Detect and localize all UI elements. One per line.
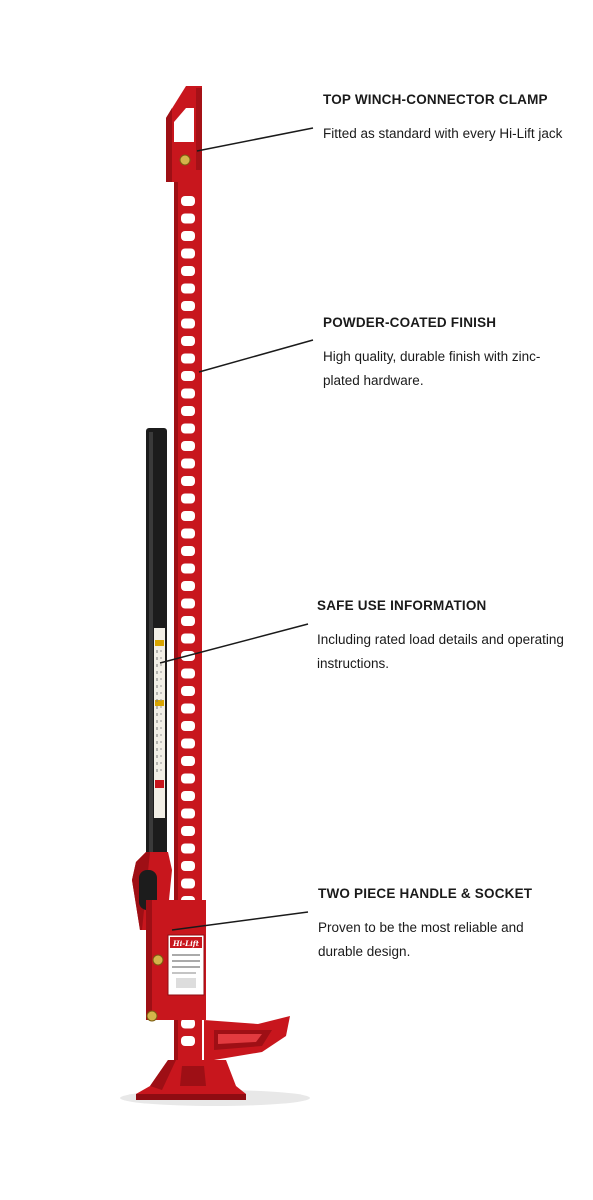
callout-description: Including rated load details and operati… xyxy=(317,632,564,671)
clamp-bolt xyxy=(179,154,191,166)
callout-powder-coated-finish: POWDER-COATED FINISH High quality, durab… xyxy=(323,311,563,393)
bar-slot xyxy=(181,581,195,591)
bar-slot xyxy=(181,441,195,451)
bar-slot xyxy=(181,721,195,731)
bar-slot xyxy=(181,843,195,854)
bar-slot xyxy=(181,353,195,364)
callout-description: High quality, durable finish with zinc-p… xyxy=(323,349,541,388)
bar-slot xyxy=(181,231,195,241)
callout-title: TOP WINCH-CONNECTOR CLAMP xyxy=(323,92,548,107)
callout-description: Fitted as standard with every Hi-Lift ja… xyxy=(323,126,563,141)
bar-slot xyxy=(181,878,195,889)
bar-slot xyxy=(181,388,195,399)
bar-slot xyxy=(181,598,195,609)
bar-slot xyxy=(181,826,195,836)
callout-leader-lines xyxy=(159,127,314,931)
bar-slot xyxy=(181,528,195,539)
bar-slot xyxy=(181,546,195,556)
bar-slot xyxy=(181,476,195,486)
callout-two-piece-handle-and-socket: TWO PIECE HANDLE & SOCKET Proven to be t… xyxy=(318,882,568,964)
bar-slot xyxy=(181,318,195,329)
bar-slot xyxy=(181,213,195,224)
leader-line-handle xyxy=(171,911,309,931)
bar-slot xyxy=(181,423,195,434)
bar-slot xyxy=(181,668,195,679)
mechanism-bolt xyxy=(152,954,164,966)
bar-slot xyxy=(181,283,195,294)
leader-line-finish xyxy=(198,339,314,373)
bar-slot xyxy=(181,406,195,416)
safety-label xyxy=(154,628,165,818)
bar-slot xyxy=(181,511,195,521)
callout-title: POWDER-COATED FINISH xyxy=(323,315,497,330)
jack-base-plate xyxy=(136,1060,246,1100)
bar-slot xyxy=(181,196,195,206)
bar-slot xyxy=(181,703,195,714)
callout-title: TWO PIECE HANDLE & SOCKET xyxy=(318,886,533,901)
bar-slot xyxy=(181,266,195,276)
bar-slot xyxy=(181,756,195,766)
jack-mechanism xyxy=(132,852,290,1060)
bar-slot xyxy=(181,633,195,644)
callout-description: Proven to be the most reliable and durab… xyxy=(318,920,524,959)
bar-slot xyxy=(181,248,195,259)
bar-slot xyxy=(181,861,195,871)
bar-slot xyxy=(181,808,195,819)
bar-slot xyxy=(181,563,195,574)
bar-slot xyxy=(181,738,195,749)
bar-slot xyxy=(181,686,195,696)
bar-slot xyxy=(181,336,195,346)
bar-slot xyxy=(181,1036,195,1046)
callout-safe-use-information: SAFE USE INFORMATION Including rated loa… xyxy=(317,594,567,676)
leader-line-safety xyxy=(159,623,309,664)
brand-logo-text: Hi-Lift xyxy=(172,939,200,948)
bar-slot xyxy=(181,791,195,801)
callout-top-winch-connector-clamp: TOP WINCH-CONNECTOR CLAMP Fitted as stan… xyxy=(323,88,563,146)
jack-handle xyxy=(146,428,167,878)
top-winch-connector-clamp xyxy=(166,86,202,182)
bar-slot xyxy=(181,458,195,469)
bar-slot xyxy=(181,616,195,626)
bar-slot xyxy=(181,371,195,381)
callout-title: SAFE USE INFORMATION xyxy=(317,598,487,613)
bar-slot xyxy=(181,1018,195,1029)
bar-slot xyxy=(181,301,195,311)
bar-slot xyxy=(181,773,195,784)
leader-line-clamp xyxy=(196,127,314,152)
bar-slot xyxy=(181,493,195,504)
